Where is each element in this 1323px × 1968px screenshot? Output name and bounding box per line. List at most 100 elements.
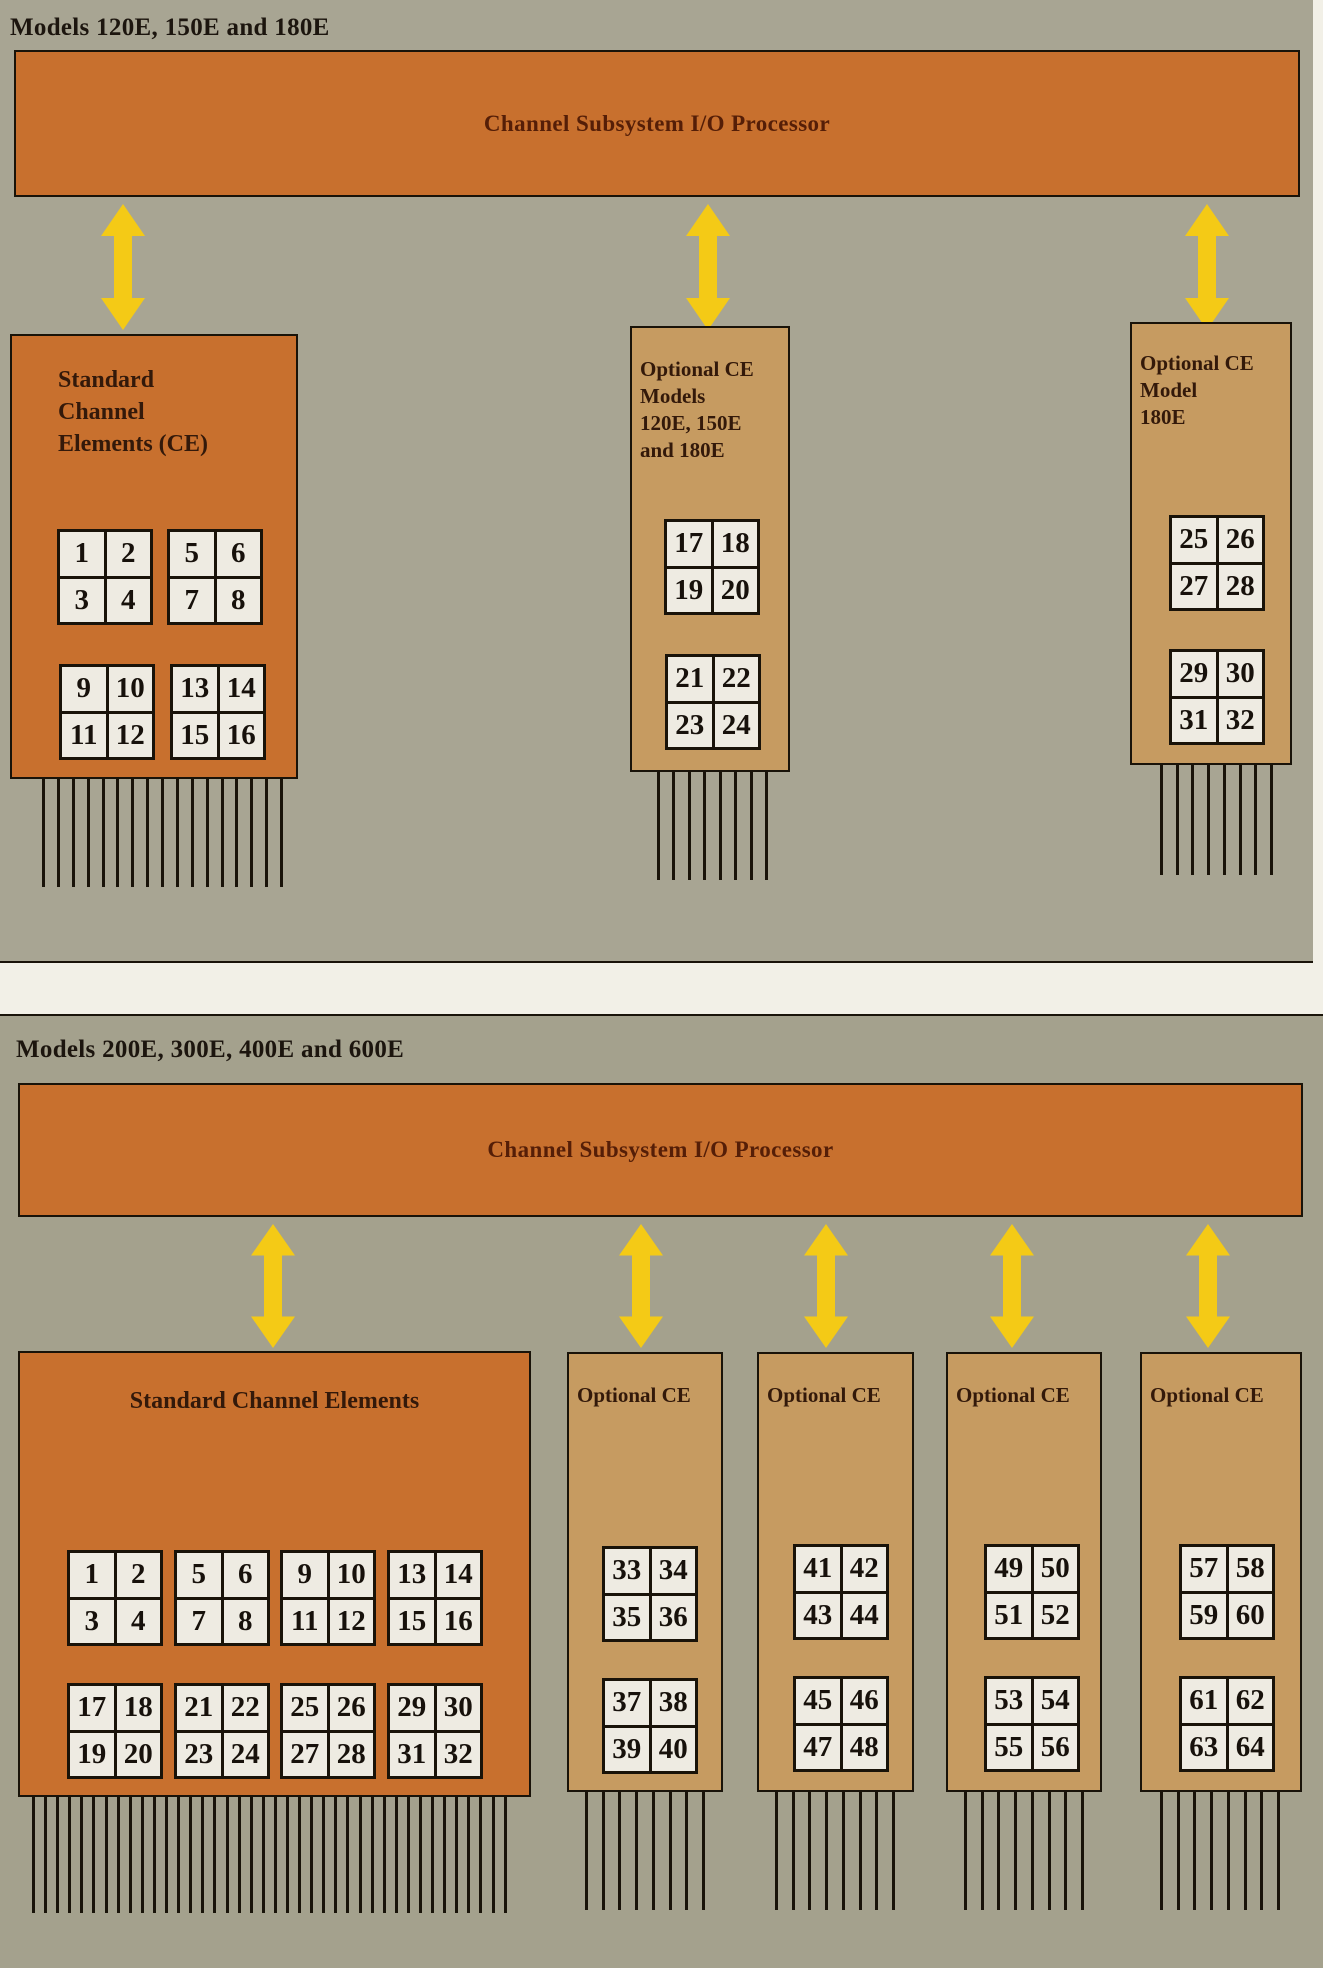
ce-cell: 6 [216,532,260,576]
cable-line [1254,765,1258,875]
ce-cell: 18 [116,1686,160,1730]
channel-subsystem-io-processor-bar: Channel Subsystem I/O Processor [14,50,1300,197]
cable-line [152,1797,156,1913]
ce-cell: 48 [842,1725,886,1769]
cable-line [382,1797,386,1913]
ce-cell: 22 [714,657,758,701]
cable-line [964,1792,967,1910]
ce-cell: 17 [70,1686,114,1730]
cable-lines [585,1792,705,1910]
box-label-line: Optional CE [767,1383,881,1407]
ce-cell: 27 [283,1732,327,1776]
box-label-line: Standard [58,367,155,393]
ce-cell: 35 [605,1595,649,1639]
cable-line [235,779,239,887]
cable-lines [775,1792,895,1910]
ce-cell: 13 [390,1553,434,1597]
cable-line [775,1792,778,1910]
panel-models-120e-150e-180e: Models 120E, 150E and 180E Channel Subsy… [0,0,1313,963]
ce-cell: 29 [1172,652,1216,696]
cable-line [165,1797,169,1913]
cable-line [749,772,753,880]
ce-cell: 38 [651,1681,695,1725]
ce-cell: 17 [667,522,711,566]
box-label-line: 120E, 150E [640,411,742,435]
ce-cell: 13 [173,667,217,711]
processor-bar-label: Channel Subsystem I/O Processor [487,1137,834,1162]
ce-cell: 25 [283,1686,327,1730]
cable-lines [657,772,768,880]
ce-cell: 60 [1228,1593,1272,1637]
ce-cell: 42 [842,1547,886,1591]
ce-cell: 2 [116,1553,160,1597]
cable-line [201,1797,205,1913]
box-label-line: Models [640,384,706,408]
cable-line [250,779,254,887]
cable-line [44,1797,48,1913]
cable-line [261,1797,265,1913]
double-arrow-icon [101,204,145,330]
ce-cell: 50 [1033,1547,1077,1591]
cable-line [249,1797,253,1913]
cable-line [205,779,209,887]
ce-cell: 19 [667,568,711,612]
cable-line [618,1792,622,1910]
ce-cell: 28 [1218,564,1262,608]
cable-line [406,1797,410,1913]
cable-line [56,1797,60,1913]
cable-line [265,779,269,887]
cable-line [980,1792,984,1910]
cable-line [86,779,90,887]
ce-cell: 12 [108,713,152,757]
cable-line [734,772,738,880]
cable-line [491,1797,495,1913]
cable-line [1210,1792,1214,1910]
box-label-line: 180E [1140,405,1186,429]
ce-cell: 7 [177,1599,221,1643]
double-arrow-icon [619,1224,663,1348]
cable-line [56,779,60,887]
ce-cell: 30 [1218,652,1262,696]
cable-line [585,1792,588,1910]
ce-cell: 43 [796,1593,840,1637]
cable-line [101,779,105,887]
cable-lines [1160,1792,1280,1910]
cable-line [146,779,150,887]
cable-line [1276,1792,1280,1910]
ce-cell: 59 [1182,1593,1226,1637]
ce-cell: 62 [1228,1679,1272,1723]
ce-cell: 14 [219,667,263,711]
box-label-line: Optional CE [640,357,754,381]
ce-cell: 4 [106,578,150,622]
cable-line [128,1797,132,1913]
ce-cell: 64 [1228,1725,1272,1769]
cable-line [161,779,164,887]
ce-cell: 20 [713,568,757,612]
ce-cell: 16 [219,713,263,757]
cable-line [1175,765,1179,875]
ce-cell: 46 [842,1679,886,1723]
cable-lines [32,1797,507,1913]
box-label-line: Model [1140,378,1198,402]
cable-line [479,1797,483,1913]
box-label: Optional CE [1150,1382,1264,1409]
double-arrow-icon [251,1224,295,1348]
cable-line [1047,1792,1051,1910]
ce-cell: 28 [329,1732,373,1776]
ce-cell: 53 [987,1679,1031,1723]
